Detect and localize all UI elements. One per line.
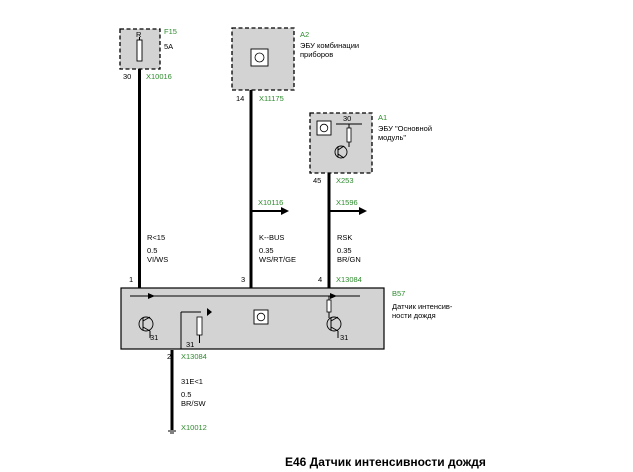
- a1-resistor-icon: [346, 127, 352, 143]
- b57-mid-ground-label: 31: [186, 340, 194, 349]
- fuse-f15-rating: 5A: [164, 42, 173, 51]
- ecu-a1-box: [309, 112, 373, 174]
- f15-pin-number: 30: [123, 72, 131, 81]
- sensor-b57-desc-line2: ности дождя: [392, 311, 436, 320]
- ecu-a2-desc-line2: приборов: [300, 50, 333, 59]
- b57-left-transistor-emitter: [142, 326, 151, 332]
- wire-1-size: 0.5: [147, 246, 157, 255]
- arrow-right-icon: [281, 207, 289, 215]
- arrow-right-icon: [330, 293, 337, 299]
- a2-connector-label: X11175: [259, 94, 284, 103]
- b57-right-ground-label: 31: [340, 333, 348, 342]
- b57-pin-3: 3: [241, 275, 245, 284]
- ecu-a1-desc-line2: модуль": [378, 133, 406, 142]
- wire-4-size: 0.35: [337, 246, 352, 255]
- fuse-f15: R F15 5A: [119, 27, 177, 70]
- a1-connector-label: X253: [336, 176, 354, 185]
- wire-2-signal: 31E<1: [181, 377, 203, 386]
- a2-pin-number: 14: [236, 94, 244, 103]
- ecu-a1-desc-line1: ЭБУ "Основной: [378, 124, 432, 133]
- ecu-a2: A2 ЭБУ комбинации приборов: [231, 27, 359, 91]
- ecu-a2-id: A2: [300, 30, 309, 39]
- ecu-a1-chip-circle-icon: [319, 123, 329, 133]
- branch-x1596-label: X1596: [336, 198, 358, 207]
- arrow-left-icon: [207, 308, 212, 316]
- sensor-b57: 31 31 31 B57 Датчик интенсив- ности дожд…: [120, 287, 453, 350]
- b57-left-ground-label: 31: [150, 333, 158, 342]
- b57-pin-1: 1: [129, 275, 133, 284]
- ecu-a1-inner-label: 30: [343, 114, 351, 123]
- ecu-chip-icon: [250, 48, 269, 67]
- f15-connector-label: X10016: [146, 72, 172, 81]
- wire-2-color: BR/SW: [181, 399, 207, 408]
- b57-left-transistor-icon: [138, 316, 154, 332]
- b57-right-transistor-collector: [330, 316, 339, 322]
- branch-x1596: X1596: [329, 198, 367, 215]
- wire-3-size: 0.35: [259, 246, 274, 255]
- b57-right-resistor-icon: [326, 299, 332, 313]
- ecu-a1: 30 A1 ЭБУ "Основной модуль": [309, 112, 432, 174]
- branch-x10116-label: X10116: [258, 198, 283, 207]
- arrow-right-icon: [148, 293, 155, 299]
- a1-transistor-collector: [337, 145, 345, 151]
- wire-1-color: VI/WS: [147, 255, 168, 264]
- wire-3-color: WS/RT/GE: [259, 255, 296, 264]
- fuse-f15-id: F15: [164, 27, 177, 36]
- b57-resistor-icon: [196, 316, 203, 336]
- wire-2-size: 0.5: [181, 390, 191, 399]
- b57-pin-4: 4: [318, 275, 322, 284]
- b57-left-transistor-collector: [142, 316, 151, 322]
- ecu-a2-desc-line1: ЭБУ комбинации: [300, 41, 359, 50]
- fuse-f15-inner-label: R: [136, 30, 142, 39]
- b57-bottom-connector: X13084: [181, 352, 207, 361]
- wire-1-signal: R<15: [147, 233, 165, 242]
- b57-chip-circle-icon: [256, 312, 266, 322]
- sensor-b57-desc-line1: Датчик интенсив-: [392, 302, 453, 311]
- b57-pin-2: 2: [167, 352, 171, 361]
- ground-connector-label: X10012: [181, 423, 207, 432]
- diagram-title: E46 Датчик интенсивности дождя: [285, 455, 486, 469]
- b57-right-transistor-icon: [326, 316, 342, 332]
- wire-4-signal: RSK: [337, 233, 352, 242]
- sensor-b57-id: B57: [392, 289, 405, 298]
- sensor-b57-box: [120, 287, 385, 350]
- wire-4-color: BR/GN: [337, 255, 361, 264]
- a1-transistor-emitter: [337, 153, 345, 159]
- b57-right-transistor-emitter: [330, 326, 339, 332]
- ecu-chip-circle-icon: [254, 52, 265, 63]
- b57-top-connector: X13084: [336, 275, 362, 284]
- ecu-a1-id: A1: [378, 113, 387, 122]
- branch-x10116: X10116: [251, 198, 289, 215]
- a1-pin-number: 45: [313, 176, 321, 185]
- ecu-a1-chip-icon: [316, 120, 332, 136]
- b57-chip-icon: [253, 309, 269, 325]
- a1-transistor-icon: [334, 145, 348, 159]
- fuse-icon: [136, 39, 143, 62]
- wire-3-signal: K--BUS: [259, 233, 284, 242]
- arrow-right-icon: [359, 207, 367, 215]
